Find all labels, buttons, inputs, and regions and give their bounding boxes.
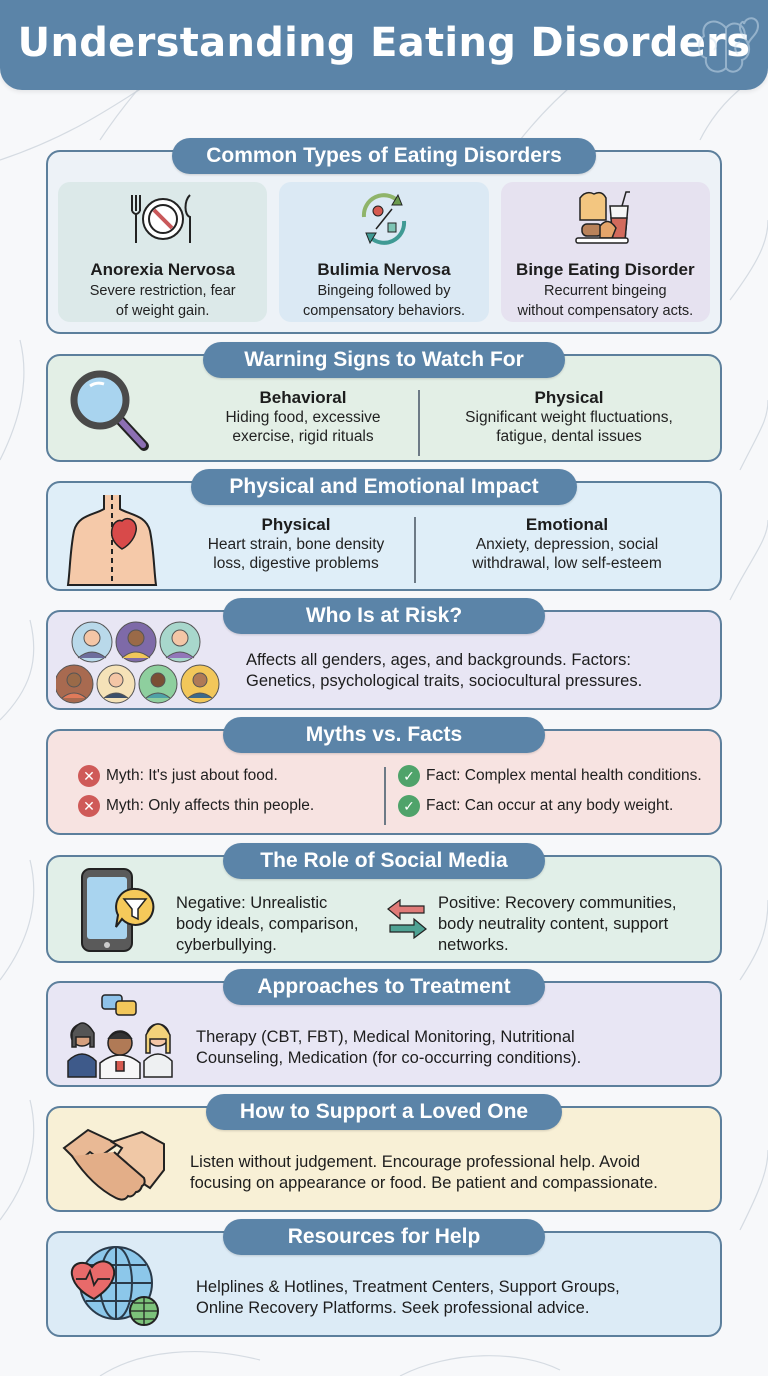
negative-line1: Negative: Unrealistic [176,894,328,912]
exchange-arrows-icon [387,899,427,939]
section-title: Warning Signs to Watch For [203,342,565,378]
treatment-line2: Counseling, Medication (for co-occurring… [196,1049,582,1067]
facts-list: ✓ Fact: Complex mental health conditions… [398,761,718,821]
myth-text: Myth: It's just about food. [106,767,278,784]
x-circle-icon: ✕ [78,795,100,817]
risk-line2: Genetics, psychological traits, sociocul… [246,672,643,690]
myth-item: ✕ Myth: It's just about food. [78,761,378,791]
fact-text: Fact: Complex mental health conditions. [426,767,702,784]
section-title: Who Is at Risk? [223,598,545,634]
risk-line1: Affects all genders, ages, and backgroun… [246,651,631,669]
col-line2: fatigue, dental issues [496,428,642,445]
col-heading: Physical [534,388,604,407]
card-title: Binge Eating Disorder [516,260,695,279]
col-line1: Hiding food, excessive [225,409,381,426]
section-warning-signs: Warning Signs to Watch For Behavioral Hi… [46,342,722,462]
column-divider [418,390,420,456]
section-treatment: Approaches to Treatment Therapy (CBT, FB… [46,969,722,1087]
card-bulimia: Bulimia Nervosa Bingeing followed by com… [279,182,489,322]
support-line2: focusing on appearance or food. Be patie… [190,1174,658,1192]
col-behavioral: Behavioral Hiding food, excessive exerci… [188,388,418,458]
plate-restriction-icon [130,194,191,243]
check-circle-icon: ✓ [398,795,420,817]
section-title: Physical and Emotional Impact [191,469,577,505]
treatment-line1: Therapy (CBT, FBT), Medical Monitoring, … [196,1028,575,1046]
page-title: Understanding Eating Disorders [17,20,751,66]
magnifying-glass-icon [70,370,149,451]
section-resources: Resources for Help Helplines & Hotlines,… [46,1219,722,1337]
card-desc-line1: Severe restriction, fear [89,283,236,299]
column-divider [414,517,416,583]
col-physical-impact: Physical Heart strain, bone density loss… [178,515,414,585]
page-header: Understanding Eating Disorders [0,0,768,90]
binge-purge-cycle-icon [361,193,406,245]
section-risk: Who Is at Risk? Affects all genders, age… [46,598,722,710]
resources-line1: Helplines & Hotlines, Treatment Centers,… [196,1278,620,1296]
section-title: Common Types of Eating Disorders [172,138,596,174]
myth-text: Myth: Only affects thin people. [106,797,315,814]
col-line1: Heart strain, bone density [207,536,385,553]
col-line1: Significant weight fluctuations, [465,409,673,426]
column-divider [384,767,386,825]
fact-text: Fact: Can occur at any body weight. [426,797,674,814]
support-line1: Listen without judgement. Encourage prof… [190,1153,641,1171]
fast-food-icon [575,191,631,244]
negative-line3: cyberbullying. [176,936,277,954]
col-heading: Behavioral [259,388,347,407]
fact-item: ✓ Fact: Can occur at any body weight. [398,791,718,821]
col-line2: loss, digestive problems [213,555,379,572]
globe-heart-icon [70,1246,159,1326]
positive-line3: networks. [438,936,509,954]
support-text: Listen without judgement. Encourage prof… [190,1152,658,1194]
handshake-icon [62,1128,165,1201]
fact-item: ✓ Fact: Complex mental health conditions… [398,761,718,791]
section-title: Myths vs. Facts [223,717,545,753]
torso-heart-icon [66,495,158,586]
col-heading: Physical [261,515,331,534]
card-anorexia: Anorexia Nervosa Severe restriction, fea… [58,182,268,322]
card-desc-line2: of weight gain. [115,303,210,319]
section-title: Resources for Help [223,1219,545,1255]
social-negative: Negative: Unrealistic body ideals, compa… [176,893,359,956]
risk-text: Affects all genders, ages, and backgroun… [246,650,642,692]
section-title: How to Support a Loved One [206,1094,562,1130]
section-support: How to Support a Loved One Listen withou… [46,1094,722,1212]
col-line1: Anxiety, depression, social [475,536,659,553]
section-myths-facts: Myths vs. Facts ✕ Myth: It's just about … [46,717,722,835]
card-binge: Binge Eating Disorder Recurrent bingeing… [500,182,710,322]
card-desc-line1: Bingeing followed by [317,283,451,299]
smartphone-filter-icon [81,868,155,952]
diverse-people-icon [56,621,220,704]
card-title: Anorexia Nervosa [90,260,235,279]
col-line2: withdrawal, low self-esteem [472,555,662,572]
myth-item: ✕ Myth: Only affects thin people. [78,791,378,821]
negative-line2: body ideals, comparison, [176,915,359,933]
brain-heart-icon [698,17,760,73]
card-desc-line2: compensatory behaviors. [302,303,465,319]
col-physical: Physical Significant weight fluctuations… [420,388,718,458]
treatment-text: Therapy (CBT, FBT), Medical Monitoring, … [196,1027,581,1069]
positive-line2: body neutrality content, support [438,915,669,933]
col-line2: exercise, rigid rituals [232,428,374,445]
col-heading: Emotional [525,515,609,534]
x-circle-icon: ✕ [78,765,100,787]
resources-text: Helplines & Hotlines, Treatment Centers,… [196,1277,620,1319]
check-circle-icon: ✓ [398,765,420,787]
card-title: Bulimia Nervosa [317,260,451,279]
col-emotional-impact: Emotional Anxiety, depression, social wi… [416,515,718,585]
section-impact: Physical and Emotional Impact Physical H… [46,469,722,591]
section-types: Common Types of Eating Disorders Anorexi… [46,138,722,334]
section-title: Approaches to Treatment [223,969,545,1005]
positive-line1: Positive: Recovery communities, [438,894,677,912]
resources-line2: Online Recovery Platforms. Seek professi… [196,1299,590,1317]
section-title: The Role of Social Media [223,843,545,879]
care-team-icon [67,994,173,1079]
myths-list: ✕ Myth: It's just about food. ✕ Myth: On… [78,761,378,821]
section-social-media: The Role of Social Media Negative: Unrea… [46,843,722,963]
card-desc-line2: without compensatory acts. [517,303,694,319]
card-desc-line1: Recurrent bingeing [544,283,667,299]
social-positive: Positive: Recovery communities, body neu… [438,893,676,956]
